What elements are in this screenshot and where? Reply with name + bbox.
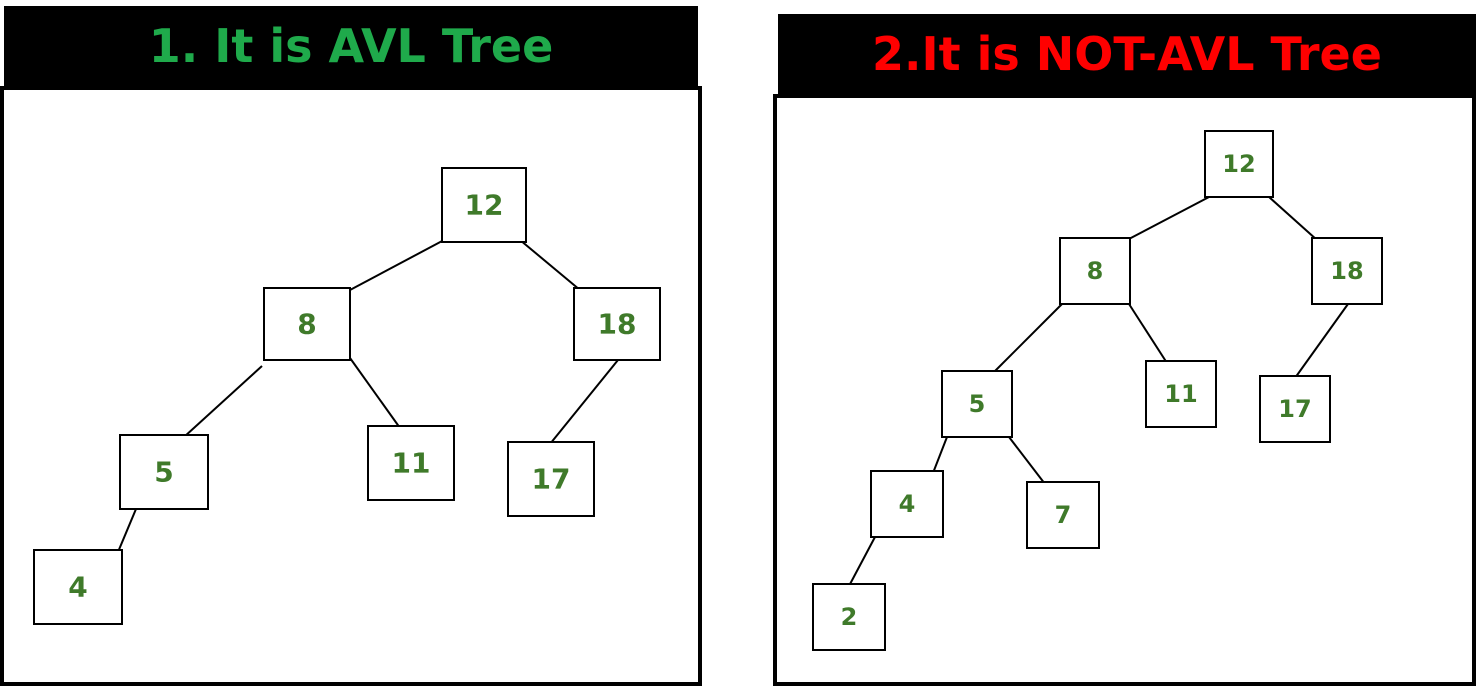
tree-node: 7 — [1026, 481, 1100, 549]
tree-node-box — [812, 583, 886, 651]
tree-edge — [349, 357, 401, 429]
tree-node-label: 18 — [1330, 257, 1363, 285]
tree-node-label: 12 — [465, 189, 504, 222]
tree-node-label: 4 — [899, 490, 916, 518]
tree-node-label: 5 — [154, 456, 173, 489]
tree-edge — [1128, 303, 1168, 364]
tree-node-label: 12 — [1222, 150, 1255, 178]
panel-title: 2.It is NOT-AVL Tree — [872, 27, 1382, 81]
tree-node-box — [1259, 375, 1331, 443]
tree-edge — [848, 536, 876, 587]
tree-node-box — [1145, 360, 1217, 428]
tree-edge — [1268, 196, 1318, 241]
tree-node: 8 — [263, 287, 351, 361]
tree-edge — [1294, 303, 1349, 379]
tree-edge — [932, 436, 948, 474]
tree-node-box — [263, 287, 351, 361]
tree-node-box — [941, 370, 1013, 438]
tree-node: 11 — [367, 425, 455, 501]
tree-node-label: 17 — [1278, 395, 1311, 423]
tree-node: 12 — [441, 167, 527, 243]
tree-edge — [1126, 196, 1210, 241]
tree-node-label: 8 — [297, 308, 316, 341]
tree-node-box — [119, 434, 209, 510]
tree-diagram-box: 12 8 18 5 11 17 4 7 2 — [773, 94, 1476, 686]
tree-node-label: 7 — [1055, 501, 1072, 529]
tree-node: 4 — [33, 549, 123, 625]
tree-node: 18 — [573, 287, 661, 361]
tree-node-label: 4 — [68, 571, 87, 604]
tree-node-label: 17 — [532, 463, 571, 496]
tree-edge — [519, 239, 581, 291]
tree-node-box — [1204, 130, 1274, 198]
tree-node: 12 — [1204, 130, 1274, 198]
avl-tree-diagram: 12 8 18 5 11 17 4 — [33, 167, 661, 625]
tree-edge — [183, 365, 263, 438]
tree-node: 18 — [1311, 237, 1383, 305]
tree-node-label: 8 — [1087, 257, 1104, 285]
tree-node-box — [573, 287, 661, 361]
tree-node-box — [1026, 481, 1100, 549]
tree-diagram-box: 12 8 18 5 11 17 4 — [0, 86, 702, 686]
tree-node: 2 — [812, 583, 886, 651]
tree-node: 11 — [1145, 360, 1217, 428]
tree-node-label: 5 — [969, 390, 986, 418]
tree-node-box — [441, 167, 527, 243]
tree-node: 4 — [870, 470, 944, 538]
tree-node-label: 18 — [598, 308, 637, 341]
tree-node: 5 — [119, 434, 209, 510]
tree-node-label: 11 — [1164, 380, 1197, 408]
tree-node-box — [507, 441, 595, 517]
panel-title-bar: 2.It is NOT-AVL Tree — [778, 14, 1476, 94]
tree-node-box — [1311, 237, 1383, 305]
tree-node-label: 11 — [392, 447, 431, 480]
tree-node-box — [367, 425, 455, 501]
tree-edge — [549, 359, 619, 445]
tree-node: 17 — [507, 441, 595, 517]
tree-node-box — [33, 549, 123, 625]
not-avl-tree-diagram: 12 8 18 5 11 17 4 7 2 — [812, 130, 1383, 651]
tree-node-label: 2 — [841, 603, 858, 631]
panel-title: 1. It is AVL Tree — [148, 19, 554, 73]
tree-edge — [349, 239, 445, 291]
tree-edge — [992, 303, 1063, 374]
tree-edge — [117, 508, 137, 553]
tree-edge — [1008, 436, 1046, 485]
tree-node-box — [870, 470, 944, 538]
tree-node: 5 — [941, 370, 1013, 438]
tree-node: 17 — [1259, 375, 1331, 443]
tree-node: 8 — [1059, 237, 1131, 305]
tree-node-box — [1059, 237, 1131, 305]
panel-title-bar: 1. It is AVL Tree — [4, 6, 698, 86]
